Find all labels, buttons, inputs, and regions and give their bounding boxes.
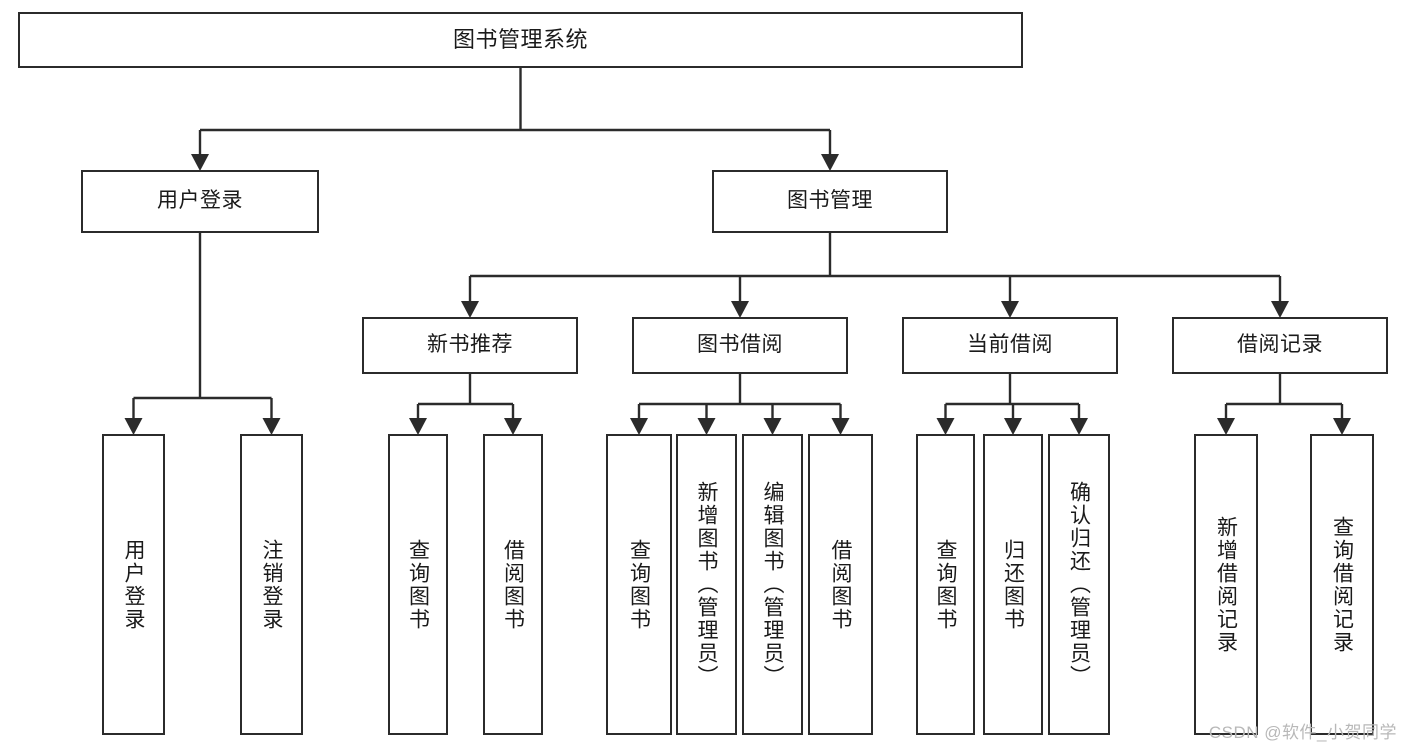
arrowhead-leaf-cur-return — [1004, 418, 1022, 435]
arrowhead-leaf-bw-borrow — [831, 418, 850, 435]
arrowhead-leaf-cur-query — [936, 418, 955, 435]
arrowhead-leaf-bw-edit — [763, 418, 782, 435]
arrowhead-leaf-rec-query — [1333, 418, 1351, 435]
watermark-label: CSDN @软件_小贺同学 — [1208, 723, 1397, 742]
node-records[interactable]: 借阅记录 — [1172, 317, 1388, 374]
node-leaf-bw-borrow[interactable]: 借阅图书 — [808, 434, 873, 735]
node-label-records: 借阅记录 — [1237, 333, 1323, 357]
node-leaf-nb-query[interactable]: 查询图书 — [388, 434, 448, 735]
arrowhead-leaf-rec-add — [1217, 418, 1235, 435]
arrowhead-leaf-user-logout — [262, 418, 281, 435]
arrowhead-leaf-cur-confirm — [1070, 418, 1088, 435]
node-leaf-bw-edit[interactable]: 编辑图书（管理员） — [742, 434, 803, 735]
arrowhead-leaf-nb-borrow — [504, 418, 522, 435]
arrowhead-login — [191, 154, 209, 171]
node-root[interactable]: 图书管理系统 — [18, 12, 1023, 68]
node-current[interactable]: 当前借阅 — [902, 317, 1118, 374]
node-login[interactable]: 用户登录 — [81, 170, 319, 233]
node-label-leaf-nb-borrow: 借阅图书 — [501, 538, 525, 631]
arrowhead-newbook — [461, 301, 479, 318]
node-bookmgmt[interactable]: 图书管理 — [712, 170, 948, 233]
node-leaf-rec-add[interactable]: 新增借阅记录 — [1194, 434, 1258, 735]
node-leaf-bw-add[interactable]: 新增图书（管理员） — [676, 434, 737, 735]
node-label-borrow: 图书借阅 — [697, 333, 783, 357]
node-label-leaf-bw-add: 新增图书（管理员） — [695, 481, 718, 688]
arrowhead-leaf-bw-add — [697, 418, 716, 435]
arrowhead-records — [1271, 301, 1289, 318]
arrowhead-borrow — [731, 301, 749, 318]
arrowhead-leaf-user-login — [124, 418, 143, 435]
node-leaf-user-login[interactable]: 用户登录 — [102, 434, 165, 735]
node-label-root: 图书管理系统 — [452, 27, 588, 53]
node-label-leaf-bw-edit: 编辑图书（管理员） — [761, 481, 784, 688]
node-label-leaf-rec-add: 新增借阅记录 — [1214, 515, 1238, 654]
node-label-leaf-cur-query: 查询图书 — [934, 538, 957, 631]
arrowhead-bookmgmt — [821, 154, 839, 171]
node-newbook[interactable]: 新书推荐 — [362, 317, 578, 374]
arrowhead-current — [1001, 301, 1019, 318]
node-leaf-user-logout[interactable]: 注销登录 — [240, 434, 303, 735]
node-label-current: 当前借阅 — [967, 333, 1053, 357]
node-label-leaf-nb-query: 查询图书 — [406, 538, 430, 631]
node-label-leaf-cur-return: 归还图书 — [1001, 538, 1025, 631]
arrowhead-leaf-bw-query — [630, 418, 648, 435]
arrowhead-leaf-nb-query — [409, 418, 427, 435]
node-leaf-nb-borrow[interactable]: 借阅图书 — [483, 434, 543, 735]
node-label-leaf-rec-query: 查询借阅记录 — [1330, 515, 1354, 654]
node-leaf-cur-return[interactable]: 归还图书 — [983, 434, 1043, 735]
node-leaf-cur-confirm[interactable]: 确认归还（管理员） — [1048, 434, 1110, 735]
node-label-bookmgmt: 图书管理 — [787, 189, 873, 213]
node-label-leaf-user-login: 用户登录 — [122, 538, 145, 631]
node-leaf-bw-query[interactable]: 查询图书 — [606, 434, 672, 735]
node-label-leaf-cur-confirm: 确认归还（管理员） — [1067, 481, 1091, 688]
node-label-login: 用户登录 — [157, 189, 243, 213]
node-leaf-rec-query[interactable]: 查询借阅记录 — [1310, 434, 1374, 735]
node-label-leaf-user-logout: 注销登录 — [260, 538, 283, 631]
node-label-newbook: 新书推荐 — [427, 333, 513, 357]
node-leaf-cur-query[interactable]: 查询图书 — [916, 434, 975, 735]
node-label-leaf-bw-borrow: 借阅图书 — [829, 538, 852, 631]
node-label-leaf-bw-query: 查询图书 — [627, 538, 651, 631]
node-borrow[interactable]: 图书借阅 — [632, 317, 848, 374]
